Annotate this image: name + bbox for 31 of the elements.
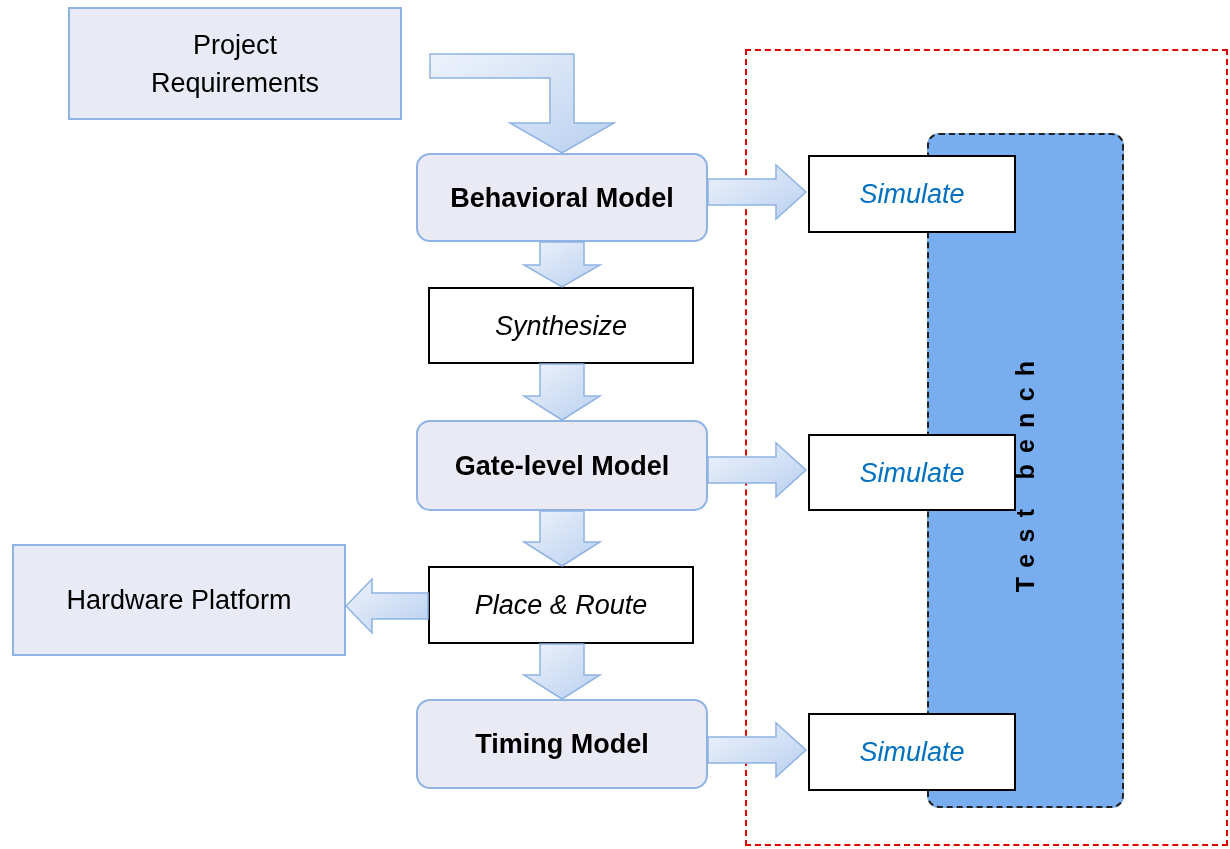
- block-arrow: [707, 721, 808, 779]
- box-label: Project Requirements: [149, 28, 321, 100]
- box-label: Behavioral Model: [450, 181, 674, 215]
- process-box: [12, 544, 346, 656]
- block-arrow: [521, 643, 603, 700]
- dashed-region: [745, 49, 1228, 846]
- box-label: Simulate: [859, 736, 965, 769]
- box-label: Place & Route: [474, 589, 648, 622]
- block-arrow: [521, 510, 603, 567]
- block-arrow: [707, 163, 808, 221]
- model-box: [416, 699, 708, 789]
- box-label: Simulate: [859, 178, 965, 211]
- box-label: Timing Model: [475, 728, 649, 761]
- block-arrow: [707, 441, 808, 499]
- box-label: Gate-level Model: [454, 449, 670, 483]
- simulate-box: [808, 155, 1016, 233]
- block-arrow: [429, 53, 617, 154]
- bench-label: Test bench: [1010, 349, 1041, 592]
- simulate-box: [808, 434, 1016, 511]
- block-arrow: [521, 241, 603, 288]
- simulate-box: [808, 713, 1016, 791]
- model-box: [416, 420, 708, 511]
- block-arrow: [344, 577, 429, 635]
- block-arrow: [521, 363, 603, 421]
- box-label: Hardware Platform: [66, 584, 292, 617]
- process-box: [68, 7, 402, 120]
- step-box: [428, 287, 694, 364]
- box-label: Synthesize: [494, 309, 628, 343]
- step-box: [428, 566, 694, 644]
- box-label: Simulate: [859, 456, 965, 490]
- model-box: [416, 153, 708, 242]
